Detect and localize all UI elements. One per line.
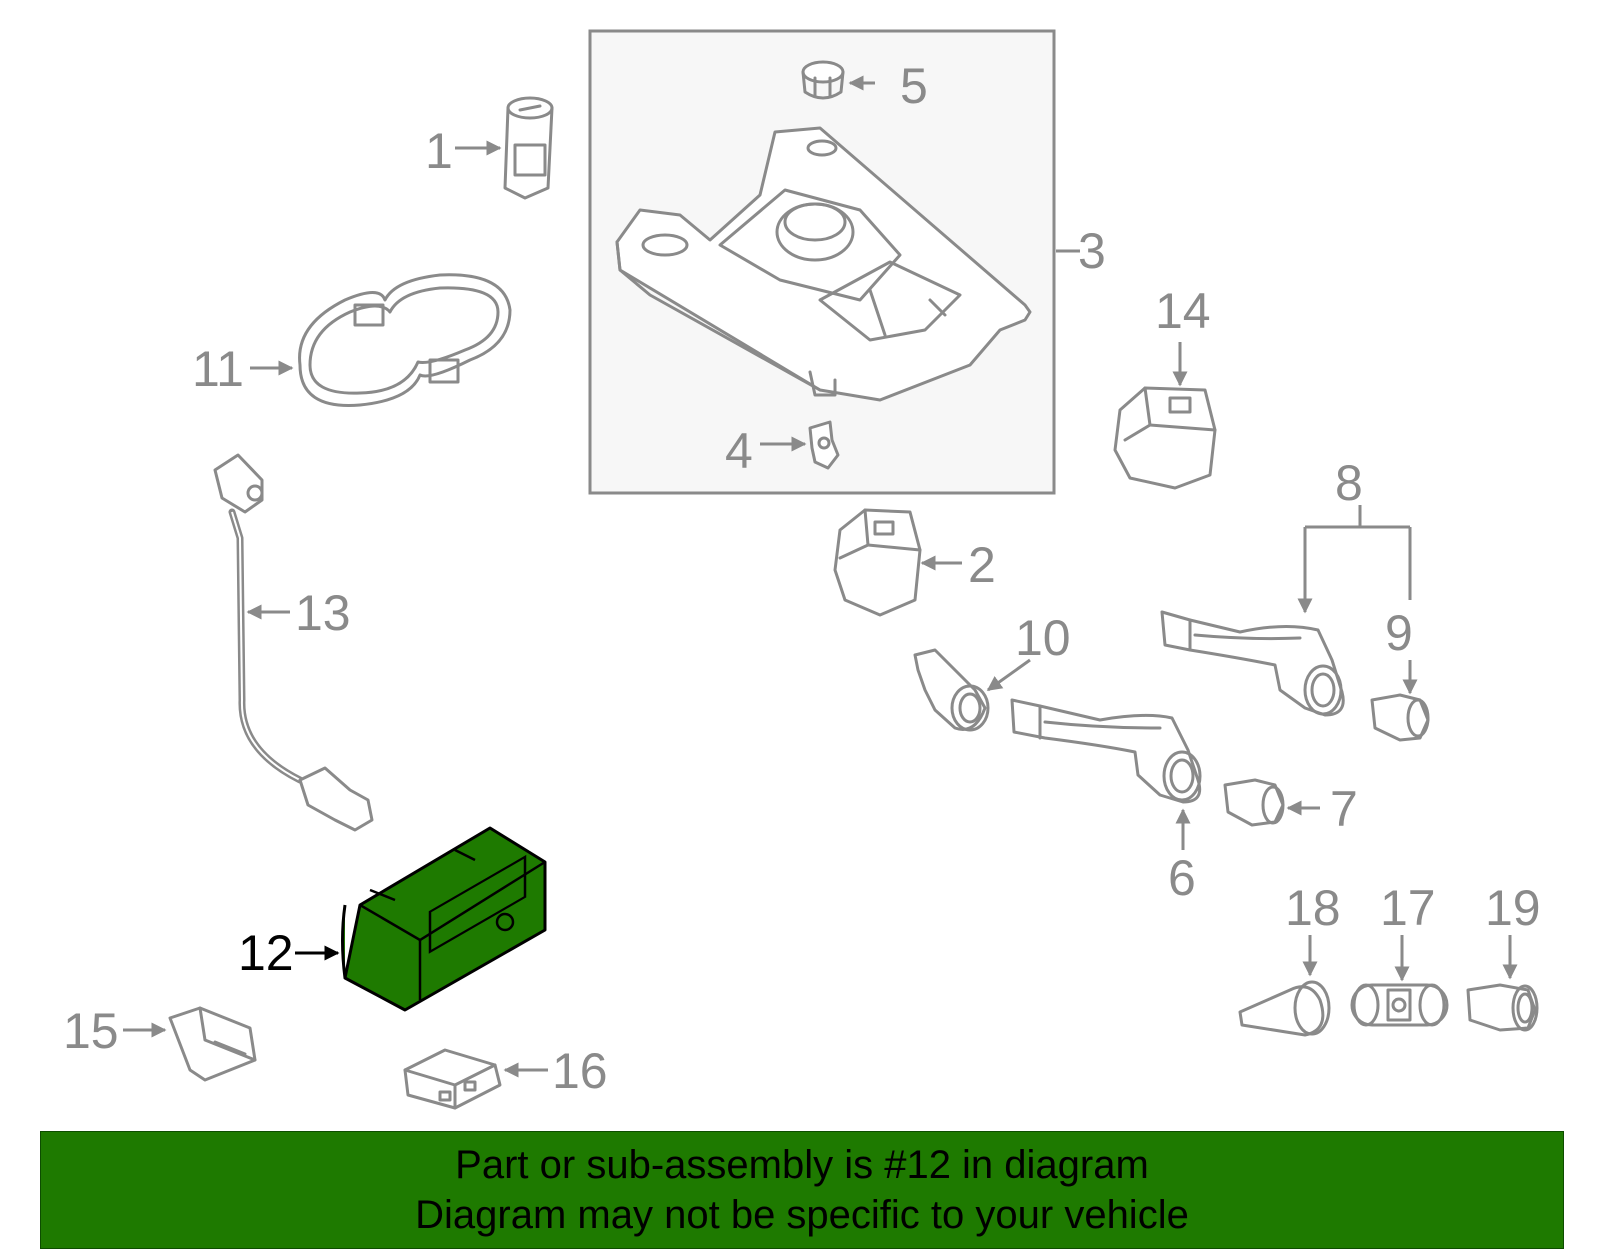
banner-line-2: Diagram may not be specific to your vehi…	[415, 1193, 1189, 1237]
callout-15: 15	[63, 1003, 119, 1059]
part-19-socket	[1466, 983, 1539, 1032]
callout-18: 18	[1285, 880, 1341, 936]
callout-13: 13	[295, 585, 351, 641]
callout-16: 16	[552, 1043, 608, 1099]
callout-10: 10	[1015, 610, 1071, 666]
part-16-connector	[403, 1048, 502, 1110]
part-7-socket	[1223, 778, 1285, 827]
callout-14: 14	[1155, 283, 1211, 339]
callout-5: 5	[900, 58, 928, 114]
part-11-cupholder-ring	[298, 273, 512, 407]
part-5-cap	[801, 60, 845, 100]
callout-7: 7	[1330, 781, 1358, 837]
part-13-cable	[213, 453, 374, 832]
part-6-harness	[1010, 698, 1202, 804]
banner-line-1: Part or sub-assembly is #12 in diagram	[455, 1143, 1149, 1187]
part-8-harness	[1160, 610, 1345, 717]
part-12-storage-box-highlighted	[341, 826, 547, 1012]
part-2-switch	[833, 508, 922, 617]
part-18-bulb	[1238, 980, 1331, 1037]
callout-1: 1	[425, 123, 453, 179]
part-9-socket	[1370, 693, 1430, 742]
callout-19: 19	[1485, 880, 1541, 936]
part-4-clip	[808, 420, 840, 470]
part-3-shift-console	[615, 126, 1032, 402]
part-15-bracket	[168, 1006, 257, 1082]
info-banner: Part or sub-assembly is #12 in diagram D…	[40, 1131, 1564, 1249]
callout-8: 8	[1335, 455, 1363, 511]
callout-4: 4	[725, 423, 753, 479]
callout-6: 6	[1168, 850, 1196, 906]
callout-12: 12	[238, 925, 294, 981]
part-10-socket	[913, 648, 990, 732]
part-1-switch	[503, 96, 554, 200]
callout-9: 9	[1385, 605, 1413, 661]
part-14-switch	[1113, 386, 1217, 490]
callout-17: 17	[1380, 880, 1436, 936]
callout-3: 3	[1078, 223, 1106, 279]
callout-11: 11	[192, 341, 244, 397]
part-17-bulb	[1350, 983, 1449, 1027]
callout-2: 2	[968, 537, 996, 593]
